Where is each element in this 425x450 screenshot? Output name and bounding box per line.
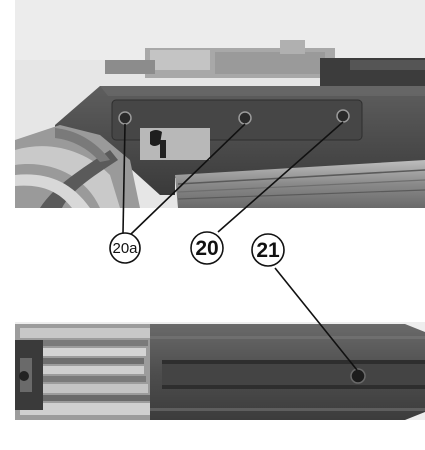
leader-21 bbox=[274, 267, 358, 371]
leader-20a-front bbox=[129, 123, 246, 236]
side-view-photo bbox=[15, 0, 425, 208]
forend-rail bbox=[175, 160, 425, 208]
callout-20-label: 20 bbox=[195, 237, 218, 260]
screw-hole-21 bbox=[350, 368, 366, 384]
trigger-guard bbox=[140, 128, 210, 160]
forend-bottom bbox=[150, 324, 425, 420]
screw-hole-20a-rear bbox=[118, 111, 132, 125]
leader-lines bbox=[122, 121, 358, 371]
callout-20a: 20a bbox=[109, 232, 141, 264]
screw-hole-20a-front bbox=[238, 111, 252, 125]
callout-20: 20 bbox=[190, 231, 224, 265]
screw-hole-20 bbox=[336, 109, 350, 123]
callout-21: 21 bbox=[251, 233, 285, 267]
leader-20a-rear bbox=[122, 123, 126, 234]
laminate-grip bbox=[15, 125, 140, 208]
callout-21-label: 21 bbox=[256, 239, 280, 262]
screw-holes-top bbox=[118, 109, 350, 125]
leader-20 bbox=[217, 121, 344, 233]
callout-20a-label: 20a bbox=[112, 240, 138, 257]
laminate-bottom bbox=[15, 324, 155, 420]
bottom-view-photo bbox=[15, 322, 425, 420]
